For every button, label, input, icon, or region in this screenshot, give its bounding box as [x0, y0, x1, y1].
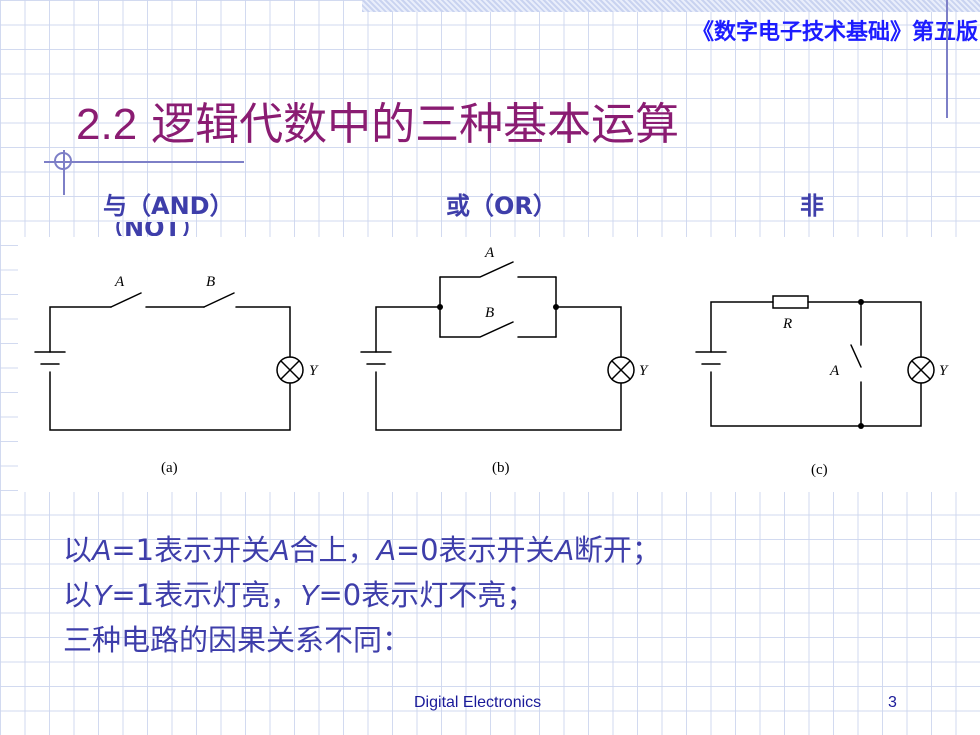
variable-a: A	[92, 535, 112, 567]
variable-y: Y	[299, 580, 319, 612]
body-line-3: 三种电路的因果关系不同：	[63, 623, 412, 657]
body-line-1-part: 以	[63, 533, 93, 567]
variable-a: A	[376, 535, 396, 567]
header-vertical-rule	[946, 0, 948, 118]
label-or: 或（OR）	[446, 192, 557, 220]
title-crosshair-circle	[54, 152, 72, 170]
body-line-1-part: =0表示开关	[395, 533, 555, 567]
page-number: 3	[888, 694, 897, 711]
circuit-c-caption: (c)	[811, 462, 828, 478]
slide-title: 2.2 逻辑代数中的三种基本运算	[76, 88, 679, 152]
body-line-1-part: 断开；	[573, 533, 661, 567]
circuit-c-switch-a-label: A	[829, 363, 840, 379]
body-line-2-part: 以	[63, 578, 93, 612]
circuit-b-lamp-label: Y	[639, 363, 649, 379]
circuit-a-caption: (a)	[161, 460, 178, 476]
title-underline	[44, 161, 244, 163]
variable-a: A	[270, 535, 290, 567]
circuit-a-switch-b-label: B	[206, 274, 215, 290]
slide-number: 2.2	[76, 100, 138, 149]
circuit-a-lamp-label: Y	[309, 363, 319, 379]
title-crosshair-line	[63, 150, 65, 195]
footer-text: Digital Electronics	[414, 694, 542, 711]
body-line-1: 以A=1表示开关A合上，A=0表示开关A断开；	[63, 528, 661, 573]
label-not-wrapped: （NOT）	[100, 222, 205, 236]
circuit-a-switch-a-label: A	[114, 274, 125, 290]
label-not-wrapped-clipped: （NOT）	[100, 222, 230, 236]
circuit-b-caption: (b)	[492, 460, 510, 476]
book-title: 《数字电子技术基础》第五版	[691, 20, 978, 45]
body-line-1-part: =1表示开关	[111, 533, 271, 567]
circuit-figure: A B Y (a) A B Y (b) R A Y (c)	[18, 237, 980, 492]
circuit-c	[695, 295, 935, 427]
circuit-diagrams: A B Y (a) A B Y (b) R A Y (c)	[34, 245, 949, 478]
header-decoration-band	[362, 0, 980, 12]
body-line-1-part: 合上，	[289, 533, 377, 567]
circuit-b	[360, 261, 635, 431]
variable-y: Y	[92, 580, 112, 612]
body-line-2-part: =1表示灯亮，	[111, 578, 300, 612]
circuit-c-lamp-label: Y	[939, 363, 949, 379]
body-line-2: 以Y=1表示灯亮，Y=0表示灯不亮；	[63, 573, 661, 618]
body-text: 以A=1表示开关A合上，A=0表示开关A断开； 以Y=1表示灯亮，Y=0表示灯不…	[63, 528, 661, 662]
slide-title-text: 逻辑代数中的三种基本运算	[151, 99, 680, 150]
label-and: 与（AND）	[103, 192, 234, 220]
body-line-2-part: =0表示灯不亮；	[318, 578, 536, 612]
circuit-a	[34, 292, 304, 431]
variable-a: A	[554, 535, 574, 567]
circuit-b-switch-a-label: A	[484, 245, 495, 261]
label-not: 非	[800, 192, 824, 220]
circuit-c-resistor-label: R	[782, 316, 792, 332]
circuit-b-switch-b-label: B	[485, 305, 494, 321]
